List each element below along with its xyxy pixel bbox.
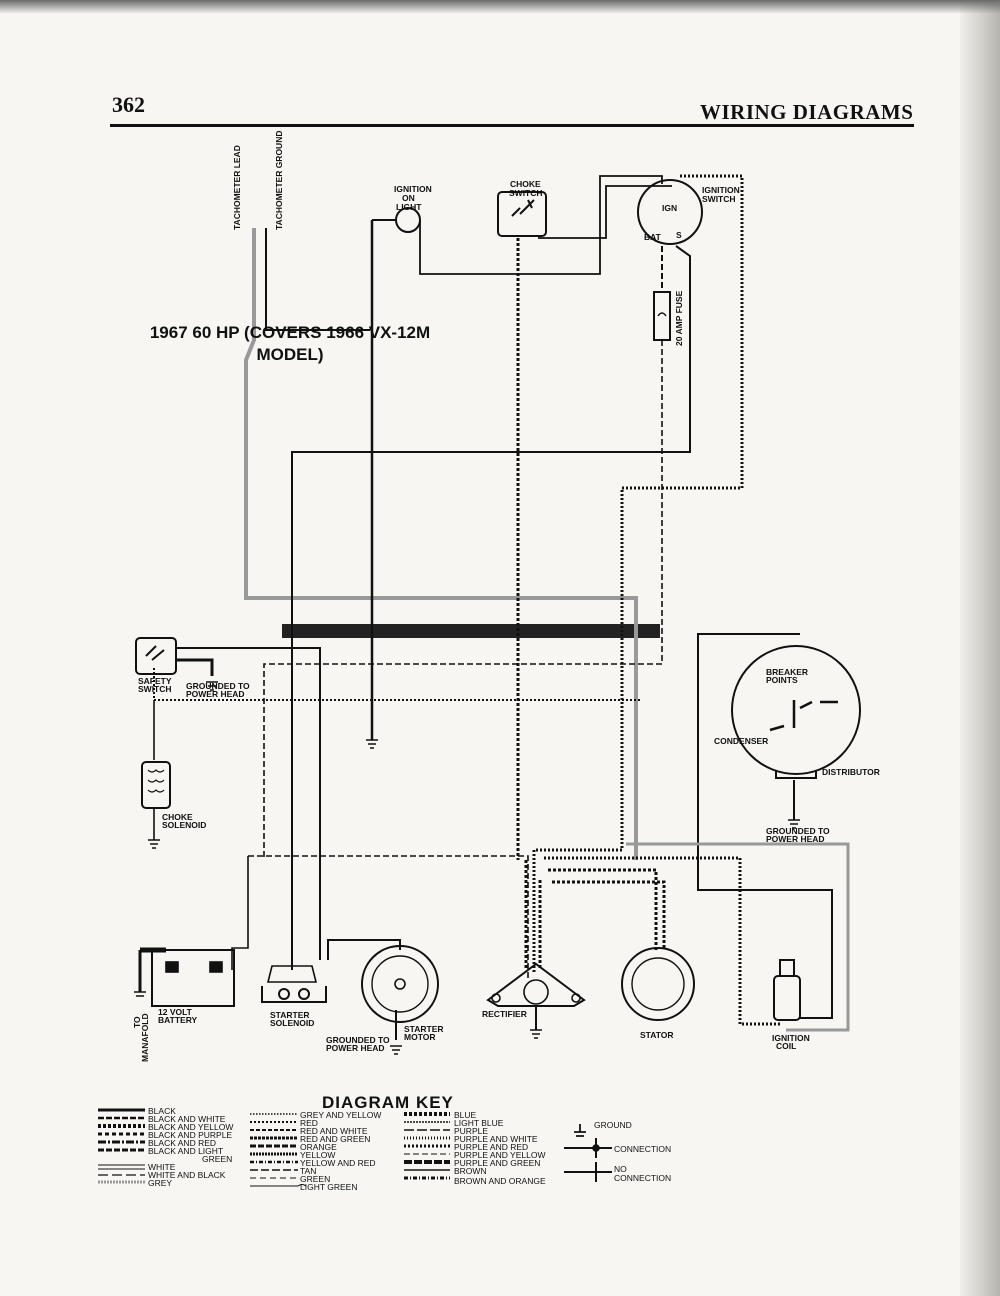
key-label: PURPLE AND YELLOW (454, 1150, 546, 1160)
key-label: GREY (148, 1178, 172, 1188)
key-label-no: NO (614, 1164, 627, 1174)
fuse-label: 20 AMP FUSE (674, 290, 684, 346)
key-label: LIGHT GREEN (300, 1182, 357, 1192)
key-label: BROWN AND ORANGE (454, 1176, 546, 1186)
key-label: LIGHT BLUE (454, 1118, 504, 1128)
key-label: BLACK AND YELLOW (148, 1122, 233, 1132)
ignition-light-label-2: ON (402, 193, 415, 203)
key-label: PURPLE AND GREEN (454, 1158, 540, 1168)
ground-label-1a: GROUNDED TO (186, 681, 250, 691)
rectifier-label: RECTIFIER (482, 1009, 527, 1019)
key-label: WHITE AND BLACK (148, 1170, 226, 1180)
bat-terminal-label: BAT (644, 232, 662, 242)
key-label-ground: GROUND (594, 1120, 632, 1130)
running-head: WIRING DIAGRAMS (700, 100, 914, 124)
key-label: PURPLE AND WHITE (454, 1134, 538, 1144)
key-label: TAN (300, 1166, 316, 1176)
ignition-coil-label-1: IGNITION (772, 1033, 810, 1043)
choke-solenoid-label-1: CHOKE (162, 812, 193, 822)
key-label: GREY AND YELLOW (300, 1110, 381, 1120)
key-label: RED (300, 1118, 318, 1128)
ignition-switch-label-1: IGNITION (702, 185, 740, 195)
safety-switch-label-1: SAFETY (138, 676, 172, 686)
safety-switch-label-2: SWITCH (138, 684, 172, 694)
title-line-1: 1967 60 HP (COVERS 1966 VX-12M (149, 323, 431, 342)
choke-switch-label-2: SWITCH (509, 188, 543, 198)
key-label: RED AND WHITE (300, 1126, 368, 1136)
key-label-no-connection: CONNECTION (614, 1173, 671, 1183)
key-label: BLACK (148, 1106, 176, 1116)
key-label: BLACK AND PURPLE (148, 1130, 232, 1140)
choke-switch-label-1: CHOKE (510, 179, 541, 189)
ignition-coil-label-2: COIL (776, 1041, 796, 1051)
key-label: YELLOW AND RED (300, 1158, 376, 1168)
ign-terminal-label: IGN (662, 203, 677, 213)
to-manafold-label-2: MANAFOLD (140, 1013, 150, 1062)
key-label: BLACK AND RED (148, 1138, 216, 1148)
title-line-2: MODEL) (256, 345, 324, 364)
key-label: YELLOW (300, 1150, 335, 1160)
book-spine-shadow (960, 0, 1000, 1296)
stator-label: STATOR (640, 1030, 674, 1040)
ground-label-2a: GROUNDED TO (766, 826, 830, 836)
ground-label-2b: POWER HEAD (766, 834, 825, 844)
key-label: WHITE (148, 1162, 176, 1172)
starter-motor-label-2: MOTOR (404, 1032, 435, 1042)
key-label: PURPLE (454, 1126, 488, 1136)
ground-symbols (134, 681, 800, 1055)
ignition-switch-label-2: SWITCH (702, 194, 736, 204)
grey-wire (244, 228, 638, 860)
battery-label-2: BATTERY (158, 1015, 198, 1025)
s-terminal-label: S (676, 230, 682, 240)
key-label: RED AND GREEN (300, 1134, 370, 1144)
starter-solenoid-label-1: STARTER (270, 1010, 310, 1020)
tachometer-lead-label: TACHOMETER LEAD (232, 145, 242, 230)
key-label: ORANGE (300, 1142, 337, 1152)
key-label: BLUE (454, 1110, 477, 1120)
to-manafold-label-1: TO (132, 1016, 142, 1028)
choke-solenoid-label-2: SOLENOID (162, 820, 206, 830)
key-label: BLACK AND WHITE (148, 1114, 226, 1124)
key-label: BLACK AND LIGHT (148, 1146, 223, 1156)
page-number: 362 (112, 92, 145, 117)
key-label: PURPLE AND RED (454, 1142, 528, 1152)
ground-label-1b: POWER HEAD (186, 689, 245, 699)
key-label: GREEN (202, 1154, 232, 1164)
ground-label-3b: POWER HEAD (326, 1043, 385, 1053)
starter-motor-label-1: STARTER (404, 1024, 444, 1034)
key-label: GREEN (300, 1174, 330, 1184)
battery-label-1: 12 VOLT (158, 1007, 193, 1017)
diagram-title: 1967 60 HP (COVERS 1966 VX-12M MODEL) (120, 322, 460, 366)
key-line-samples (98, 1108, 612, 1187)
tach-ground-wire (265, 228, 370, 331)
ignition-light-label-3: LIGHT (396, 202, 422, 212)
ground-label-3a: GROUNDED TO (326, 1035, 390, 1045)
tachometer-ground-label: TACHOMETER GROUND (274, 131, 284, 230)
starter-solenoid-label-2: SOLENOID (270, 1018, 314, 1028)
wiring-harness-bar (282, 624, 660, 638)
distributor-label: DISTRIBUTOR (822, 767, 880, 777)
breaker-points-label-2: POINTS (766, 675, 798, 685)
key-label-connection: CONNECTION (614, 1144, 671, 1154)
key-label: BROWN (454, 1166, 487, 1176)
header-rule (110, 124, 914, 127)
ignition-light-label-1: IGNITION (394, 184, 432, 194)
scan-top-shadow (0, 0, 1000, 14)
breaker-points-label-1: BREAKER (766, 667, 808, 677)
condenser-label: CONDENSER (714, 736, 768, 746)
diagram-key-title: DIAGRAM KEY (322, 1093, 454, 1112)
